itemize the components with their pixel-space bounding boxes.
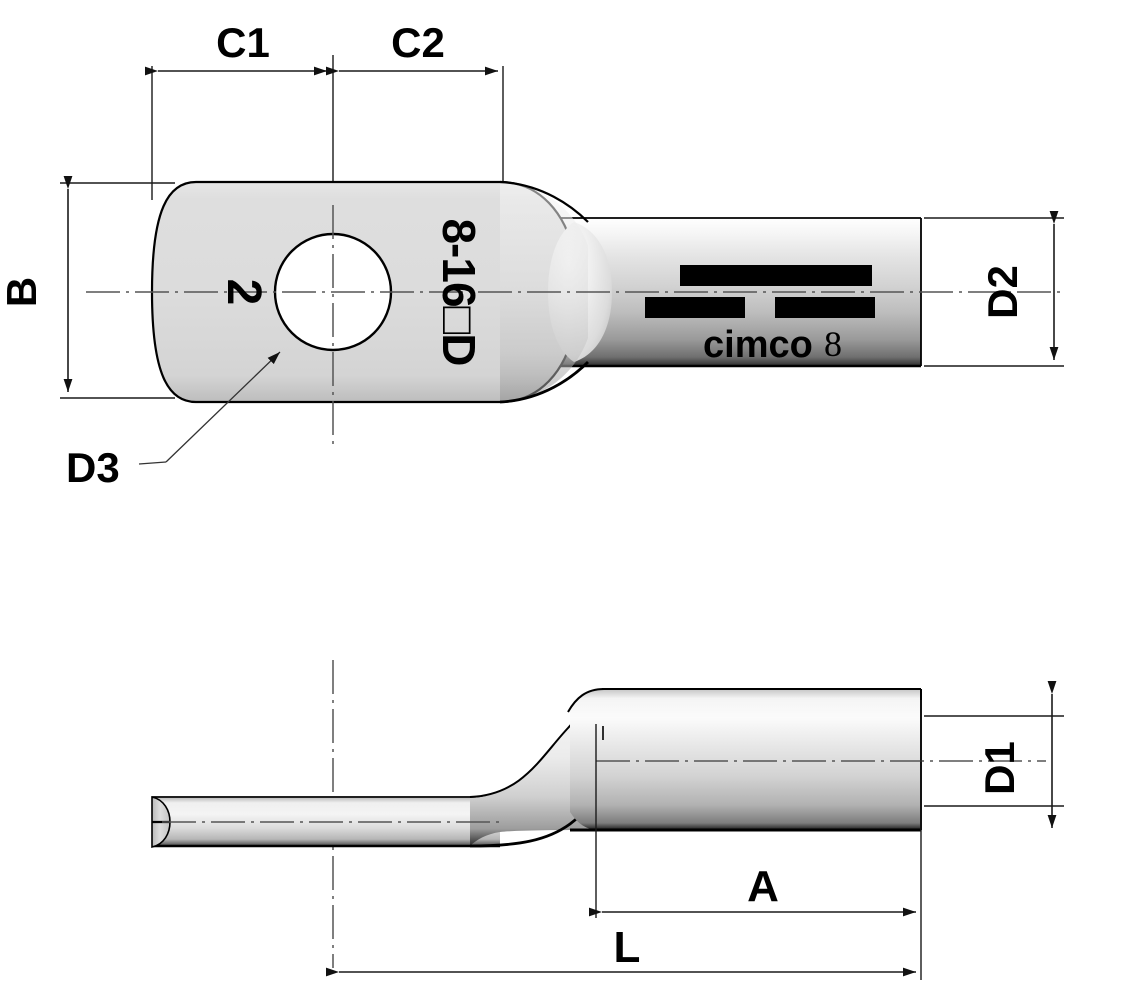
dimension-c1: C1 [145, 19, 327, 76]
dim-label-a: A [747, 862, 779, 911]
neck-bottom-curve [499, 361, 589, 404]
dim-label-c1: C1 [216, 19, 270, 66]
leader-d3-line [165, 351, 281, 463]
barrel-left-round [570, 690, 600, 830]
neck-top-curve [499, 180, 589, 223]
dim-label-b: B [0, 277, 45, 307]
barrel-body-side [600, 690, 921, 830]
dimension-d3: D3 [66, 351, 281, 491]
dim-label-c2: C2 [391, 19, 445, 66]
dimension-a: A [589, 862, 916, 917]
brand-label: cimco [703, 324, 813, 366]
dimension-l: L [326, 923, 916, 977]
top-view: C1 C2 B [0, 19, 1064, 491]
dimension-d2: D2 [979, 211, 1059, 360]
brand-size-label: 8 [824, 324, 842, 364]
marking-range: 8-16□D [433, 218, 485, 365]
crimp-bar-lower-right [775, 297, 875, 318]
dim-label-d2: D2 [979, 265, 1026, 319]
lug-barrel-side [567, 688, 922, 832]
dim-label-l: L [614, 923, 641, 972]
dimension-d1: D1 [976, 681, 1057, 828]
dim-label-d1: D1 [976, 741, 1023, 795]
marking-hole-size: 2 [217, 279, 270, 306]
leader-d3-shoulder [138, 461, 167, 465]
crimp-bar-upper [680, 265, 872, 286]
crimp-bar-lower-left [645, 297, 745, 318]
dimension-c2: C2 [326, 19, 498, 76]
dimension-b: B [0, 176, 73, 392]
barrel-side-top-round [567, 688, 605, 713]
side-view: D1 A L [151, 660, 1064, 980]
dim-label-d3: D3 [66, 444, 120, 491]
